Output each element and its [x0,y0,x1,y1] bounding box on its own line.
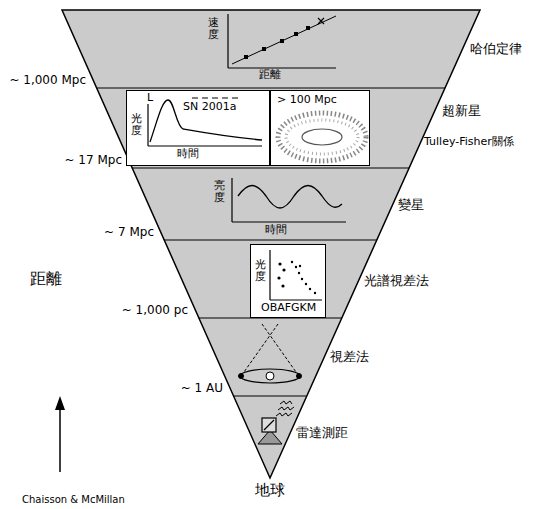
method-label: 哈伯定律 [470,42,522,57]
method-label: 光譜視差法 [364,274,429,289]
spectral-class-label: OBAFGKM [261,302,316,315]
distance-label: ~ 1,000 Mpc [9,74,86,88]
distance-label: ~ 17 Mpc [64,154,122,168]
galaxy-panel: > 100 Mpc [270,90,370,166]
credit-note: Chaisson & McMillan [22,494,125,506]
axis-label: 時間 [265,224,287,237]
method-label: 超新星 [442,104,481,119]
axis-label: 速度 [208,17,219,41]
supernova-panel: L SN 2001a 光度時間 [126,90,270,166]
parallax-figure [239,324,302,383]
axis-label: 光度 [255,259,266,283]
object-label: SN 2001a [183,101,236,114]
distance-label: ~ 7 Mpc [104,226,154,240]
axis-label: 距離 [259,69,281,82]
ladder-triangle [62,10,480,478]
hubble-graph [228,14,336,68]
axis-label: 亮度 [214,180,225,204]
band-lines [97,88,445,396]
axis-label: 光度 [131,113,142,137]
method-label: Tulley-Fisher關係 [424,136,514,149]
axis-label: 時間 [177,148,199,161]
hr-panel: 光度 OBAFGKM [250,244,326,318]
distance-label: ~ 1,000 pc [122,304,188,318]
distance-label: ~ 1 AU [181,382,223,396]
axis-label: L [147,92,153,105]
method-label: 視差法 [330,350,369,365]
axis-title: 距離 [30,270,62,288]
method-label: 變星 [398,198,424,213]
earth-label: 地球 [255,482,285,499]
variable-star-graph [232,178,346,222]
distance-label: > 100 Mpc [277,94,337,107]
radar-figure [258,401,294,444]
distance-arrow [55,396,65,472]
method-label: 雷達測距 [296,426,348,441]
